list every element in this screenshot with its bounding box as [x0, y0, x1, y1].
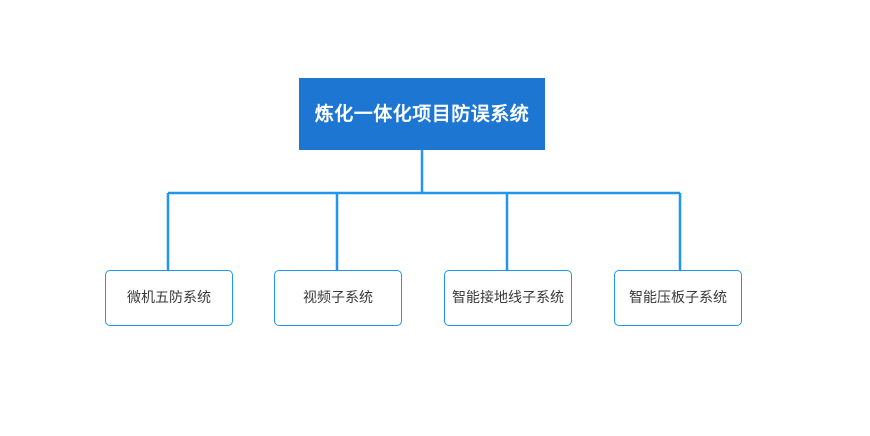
node-child-1-label: 微机五防系统: [127, 289, 211, 306]
node-child-3[interactable]: 智能接地线子系统: [444, 270, 572, 326]
node-child-4-label: 智能压板子系统: [629, 289, 727, 306]
node-child-2-label: 视频子系统: [303, 289, 373, 306]
node-child-4[interactable]: 智能压板子系统: [614, 270, 742, 326]
node-child-3-label: 智能接地线子系统: [452, 289, 564, 306]
node-root[interactable]: 炼化一体化项目防误系统: [299, 78, 545, 150]
node-root-label: 炼化一体化项目防误系统: [314, 102, 530, 125]
node-child-2[interactable]: 视频子系统: [274, 270, 402, 326]
node-child-1[interactable]: 微机五防系统: [105, 270, 233, 326]
